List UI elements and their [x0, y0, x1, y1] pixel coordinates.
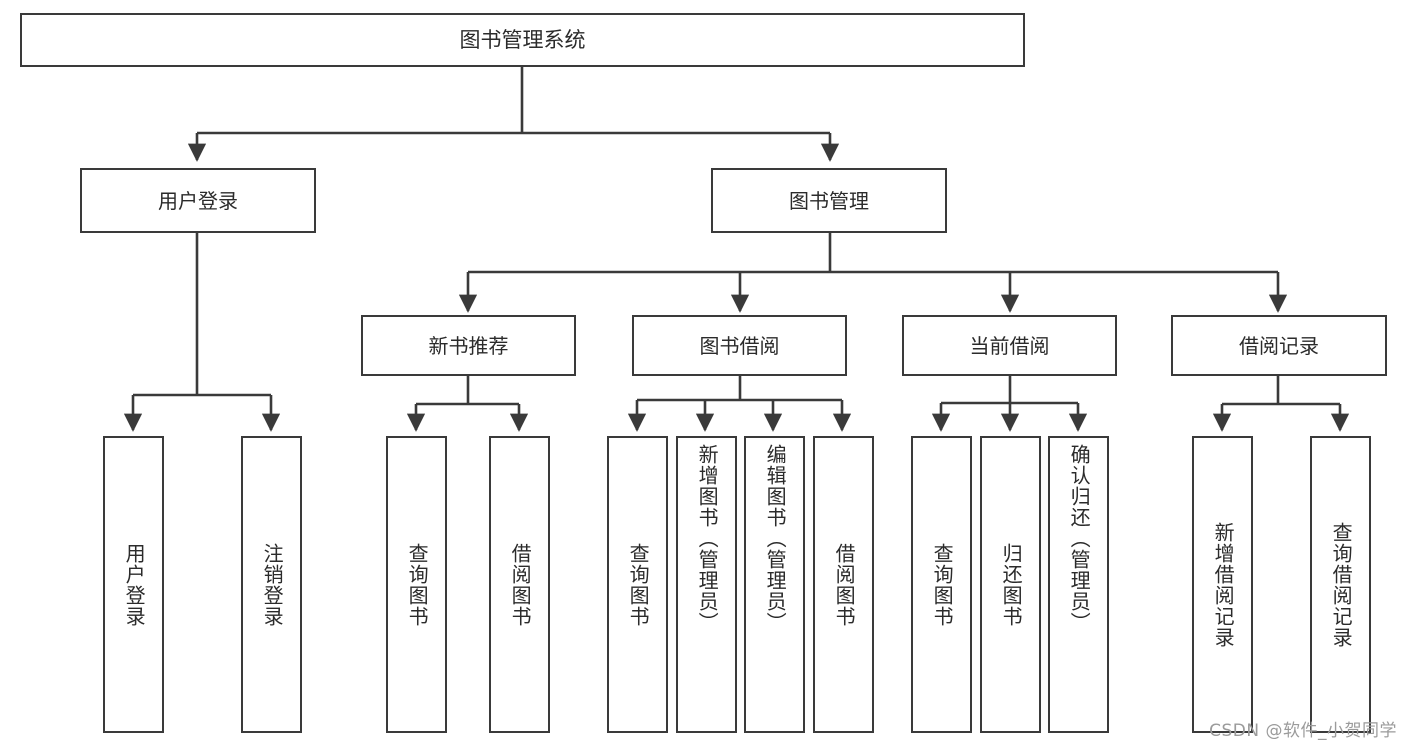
leaf-borrow-book[interactable]: 借阅图书 — [813, 436, 874, 733]
node-label: 新书推荐 — [428, 333, 509, 358]
node-label: 查询图书 — [405, 542, 430, 627]
leaf-confirm-return-admin[interactable]: 确认归还（管理员） — [1048, 436, 1109, 733]
node-label: 确认归还（管理员） — [1067, 444, 1092, 633]
node-label: 用户登录 — [122, 542, 147, 627]
node-new-book-recommend[interactable]: 新书推荐 — [361, 315, 576, 376]
leaf-logout-login[interactable]: 注销登录 — [241, 436, 302, 733]
node-label: 借阅记录 — [1239, 333, 1319, 358]
leaf-add-borrow-record[interactable]: 新增借阅记录 — [1192, 436, 1253, 733]
node-borrow-record[interactable]: 借阅记录 — [1171, 315, 1387, 376]
node-label: 借阅图书 — [832, 542, 857, 627]
node-label: 查询图书 — [626, 542, 651, 627]
leaf-query-book-borrow[interactable]: 查询图书 — [607, 436, 668, 733]
leaf-return-book[interactable]: 归还图书 — [980, 436, 1041, 733]
node-book-management[interactable]: 图书管理 — [711, 168, 947, 233]
node-label: 新增借阅记录 — [1211, 521, 1236, 648]
leaf-query-book-current[interactable]: 查询图书 — [911, 436, 972, 733]
node-label: 图书借阅 — [699, 333, 780, 358]
node-label: 当前借阅 — [969, 333, 1050, 358]
node-label: 图书管理系统 — [459, 27, 586, 52]
node-root-book-management-system[interactable]: 图书管理系统 — [20, 13, 1025, 67]
leaf-query-book-recommend[interactable]: 查询图书 — [386, 436, 447, 733]
node-label: 归还图书 — [999, 542, 1024, 627]
node-book-borrow[interactable]: 图书借阅 — [632, 315, 847, 376]
node-label: 注销登录 — [260, 542, 285, 627]
node-label: 查询借阅记录 — [1329, 521, 1354, 648]
node-label: 用户登录 — [158, 188, 238, 213]
node-user-login[interactable]: 用户登录 — [80, 168, 316, 233]
leaf-edit-book-admin[interactable]: 编辑图书（管理员） — [744, 436, 805, 733]
node-label: 编辑图书（管理员） — [763, 444, 788, 633]
leaf-query-borrow-record[interactable]: 查询借阅记录 — [1310, 436, 1371, 733]
leaf-borrow-book-recommend[interactable]: 借阅图书 — [489, 436, 550, 733]
node-label: 新增图书（管理员） — [695, 444, 720, 633]
csdn-watermark: CSDN @软件_小贺同学 — [1209, 721, 1397, 741]
node-label: 查询图书 — [930, 542, 955, 627]
node-label: 借阅图书 — [508, 542, 533, 627]
leaf-add-book-admin[interactable]: 新增图书（管理员） — [676, 436, 737, 733]
leaf-user-login[interactable]: 用户登录 — [103, 436, 164, 733]
node-label: 图书管理 — [789, 188, 869, 213]
node-current-borrow[interactable]: 当前借阅 — [902, 315, 1117, 376]
